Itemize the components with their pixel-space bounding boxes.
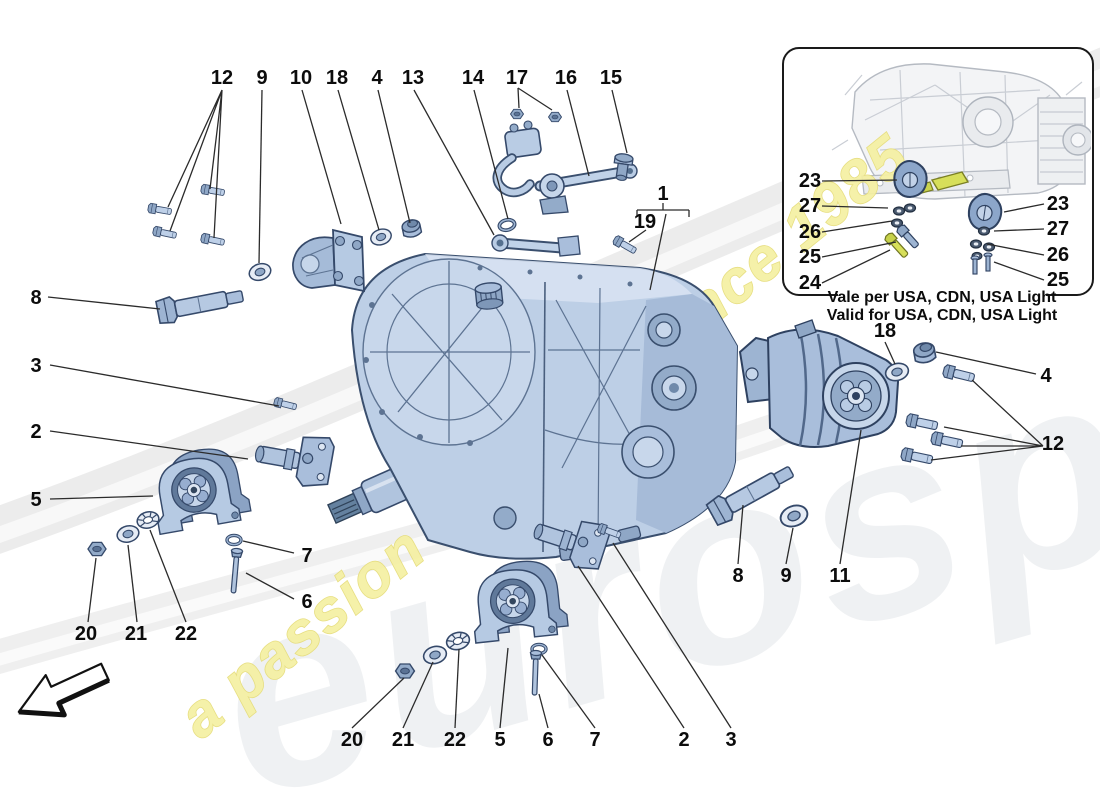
callout-5-left: 5 xyxy=(30,489,41,511)
sleeve-part-4-left xyxy=(400,217,423,240)
callout-16-top: 16 xyxy=(555,67,577,89)
callout-4-right: 4 xyxy=(1040,365,1052,387)
callout-6-bottom: 6 xyxy=(542,729,553,751)
callout-10-top: 10 xyxy=(290,67,312,89)
callout-labels: 12 9 10 18 4 13 14 17 16 15 8 3 2 5 20 2… xyxy=(30,67,1069,751)
callout-7-bottom: 7 xyxy=(589,729,600,751)
callout-21-bottom: 21 xyxy=(392,729,414,751)
nut-part-20-left xyxy=(87,541,107,557)
callout-11: 11 xyxy=(829,565,850,587)
nut-part-17a xyxy=(510,108,524,120)
callout-25-inset-left: 25 xyxy=(799,246,821,268)
callout-3-left: 3 xyxy=(30,355,41,377)
callout-1: 1 xyxy=(657,183,668,205)
callout-27-inset-left: 27 xyxy=(799,195,821,217)
direction-arrow-icon xyxy=(17,662,110,718)
gear-linkage-assembly xyxy=(491,120,638,257)
callout-20-left: 20 xyxy=(75,623,97,645)
callout-12-right: 12 xyxy=(1042,433,1064,455)
callout-26-inset-right: 26 xyxy=(1047,244,1069,266)
callout-8-left: 8 xyxy=(30,287,41,309)
callout-13-top: 13 xyxy=(402,67,424,89)
callout-20-bottom: 20 xyxy=(341,729,363,751)
callout-17-top: 17 xyxy=(506,67,528,89)
inset-variant-parts xyxy=(884,160,1005,275)
callout-24-inset: 24 xyxy=(799,272,822,294)
callout-4-top: 4 xyxy=(371,67,383,89)
washer-part-22-left xyxy=(134,508,162,532)
washer-part-21-left xyxy=(114,522,142,546)
callout-25-inset-right: 25 xyxy=(1047,269,1069,291)
callout-26-inset-left: 26 xyxy=(799,221,821,243)
callout-14-top: 14 xyxy=(462,67,485,89)
callout-21-left: 21 xyxy=(125,623,147,645)
callout-12-top: 12 xyxy=(211,67,233,89)
washer-part-9-left xyxy=(246,260,274,284)
callout-27-inset-right: 27 xyxy=(1047,218,1069,240)
bolt-part-25-right-b xyxy=(983,252,993,272)
callout-15-top: 15 xyxy=(600,67,622,89)
callout-7-left: 7 xyxy=(301,545,312,567)
note-backdrop xyxy=(838,288,1046,326)
inset-note-line2: Valid for USA, CDN, USA Light xyxy=(827,307,1058,324)
callout-22-left: 22 xyxy=(175,623,197,645)
nut-part-20-bottom xyxy=(394,663,416,679)
oring-part-7-left xyxy=(225,533,243,547)
washer-part-18-left xyxy=(368,225,394,249)
callout-8-right: 8 xyxy=(732,565,743,587)
oring-part-14 xyxy=(496,216,518,234)
mount-part-23-left xyxy=(893,160,928,198)
bracket-part-10 xyxy=(292,228,365,293)
callout-2-left: 2 xyxy=(30,421,41,443)
callout-23-inset-left: 23 xyxy=(799,170,821,192)
filler-cap xyxy=(474,282,504,310)
callout-23-inset-right: 23 xyxy=(1047,193,1069,215)
leader-lines xyxy=(47,87,1045,729)
callout-22-bottom: 22 xyxy=(444,729,466,751)
mount-part-11 xyxy=(738,319,900,448)
callout-18-top: 18 xyxy=(326,67,348,89)
bolt-part-24-yellow xyxy=(884,232,909,258)
callout-9-right: 9 xyxy=(780,565,791,587)
nut-part-17b xyxy=(548,111,562,123)
plug-part-15 xyxy=(613,153,634,181)
callout-2-bottom: 2 xyxy=(678,729,689,751)
bolt-part-8-left xyxy=(154,282,246,326)
callout-19: 19 xyxy=(634,211,656,233)
bolt-part-25-right-a xyxy=(970,255,980,275)
callout-6-left: 6 xyxy=(301,591,312,613)
callout-3-bottom: 3 xyxy=(725,729,736,751)
inset-note-line1: Vale per USA, CDN, USA Light xyxy=(828,289,1057,306)
gearbox-housing-illustration xyxy=(327,252,739,562)
callout-18-right: 18 xyxy=(874,320,896,342)
bolt-part-25-left xyxy=(896,224,919,249)
callout-5-bottom: 5 xyxy=(494,729,505,751)
callout-9-top: 9 xyxy=(256,67,267,89)
